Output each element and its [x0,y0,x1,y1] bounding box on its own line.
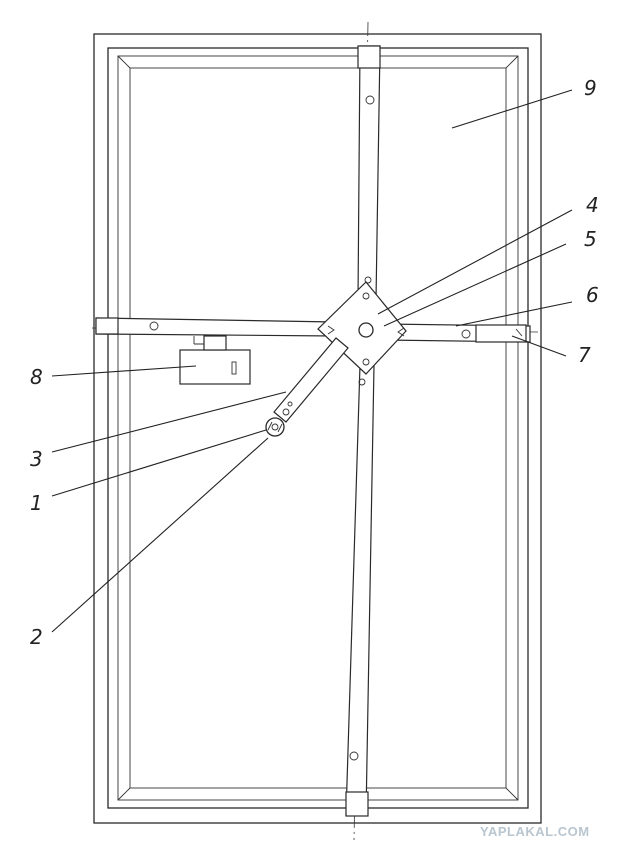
door-frame [93,33,542,824]
callout-6: 6 [586,283,599,307]
horizontal-bolt-right [383,323,531,343]
callout-3: 3 [30,447,43,471]
callout-9: 9 [584,76,597,100]
callout-4: 4 [586,193,599,217]
callout-8: 8 [30,365,43,389]
leader-lines [51,89,573,633]
callout-1: 1 [30,491,43,515]
callout-2: 2 [30,625,43,649]
callout-labels: 9 4 5 6 7 8 3 1 2 [30,76,599,649]
connecting-rod [273,337,349,423]
vertical-bolt-bottom [345,364,375,817]
horizontal-bolt-left [95,317,336,345]
center-rotating-plate [317,281,407,375]
vertical-bolt-top [357,45,381,301]
watermark: YAPLAKAL.COM [480,824,590,839]
handle-pivot [265,417,285,437]
lock-box [179,335,251,385]
callout-5: 5 [584,227,597,251]
callout-7: 7 [578,343,591,367]
